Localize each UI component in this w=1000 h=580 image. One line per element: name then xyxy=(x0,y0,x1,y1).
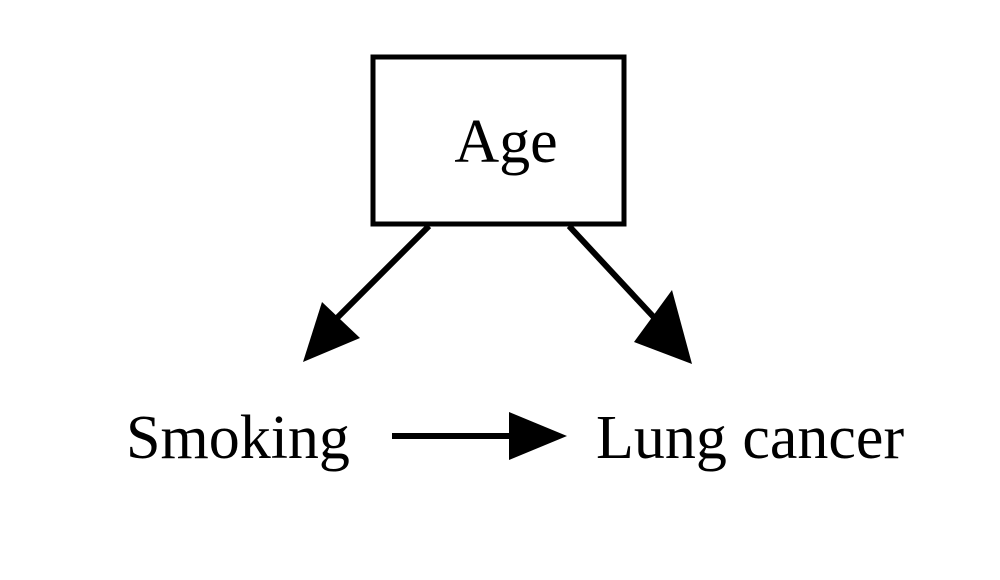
node-lung-cancer[interactable]: Lung cancer xyxy=(596,404,904,472)
edge-age-to-smoking-arrowhead-icon xyxy=(303,302,360,362)
node-age-box[interactable] xyxy=(370,54,627,227)
edge-smoking-to-lung-cancer-arrowhead-icon xyxy=(509,412,567,460)
node-age-label: Age xyxy=(454,108,557,176)
edge-age-to-smoking-shaft xyxy=(328,223,432,327)
node-lung-cancer-label: Lung cancer xyxy=(596,404,904,472)
edge-age-to-lung-cancer[interactable] xyxy=(566,223,692,364)
node-smoking[interactable]: Smoking xyxy=(126,404,350,472)
edge-age-to-smoking[interactable] xyxy=(303,223,432,362)
edge-smoking-to-lung-cancer[interactable] xyxy=(392,412,567,460)
node-smoking-label: Smoking xyxy=(126,404,350,472)
edge-age-to-lung-cancer-arrowhead-icon xyxy=(634,290,692,364)
edge-age-to-lung-cancer-shaft xyxy=(566,223,665,329)
node-age[interactable]: Age xyxy=(370,54,627,227)
